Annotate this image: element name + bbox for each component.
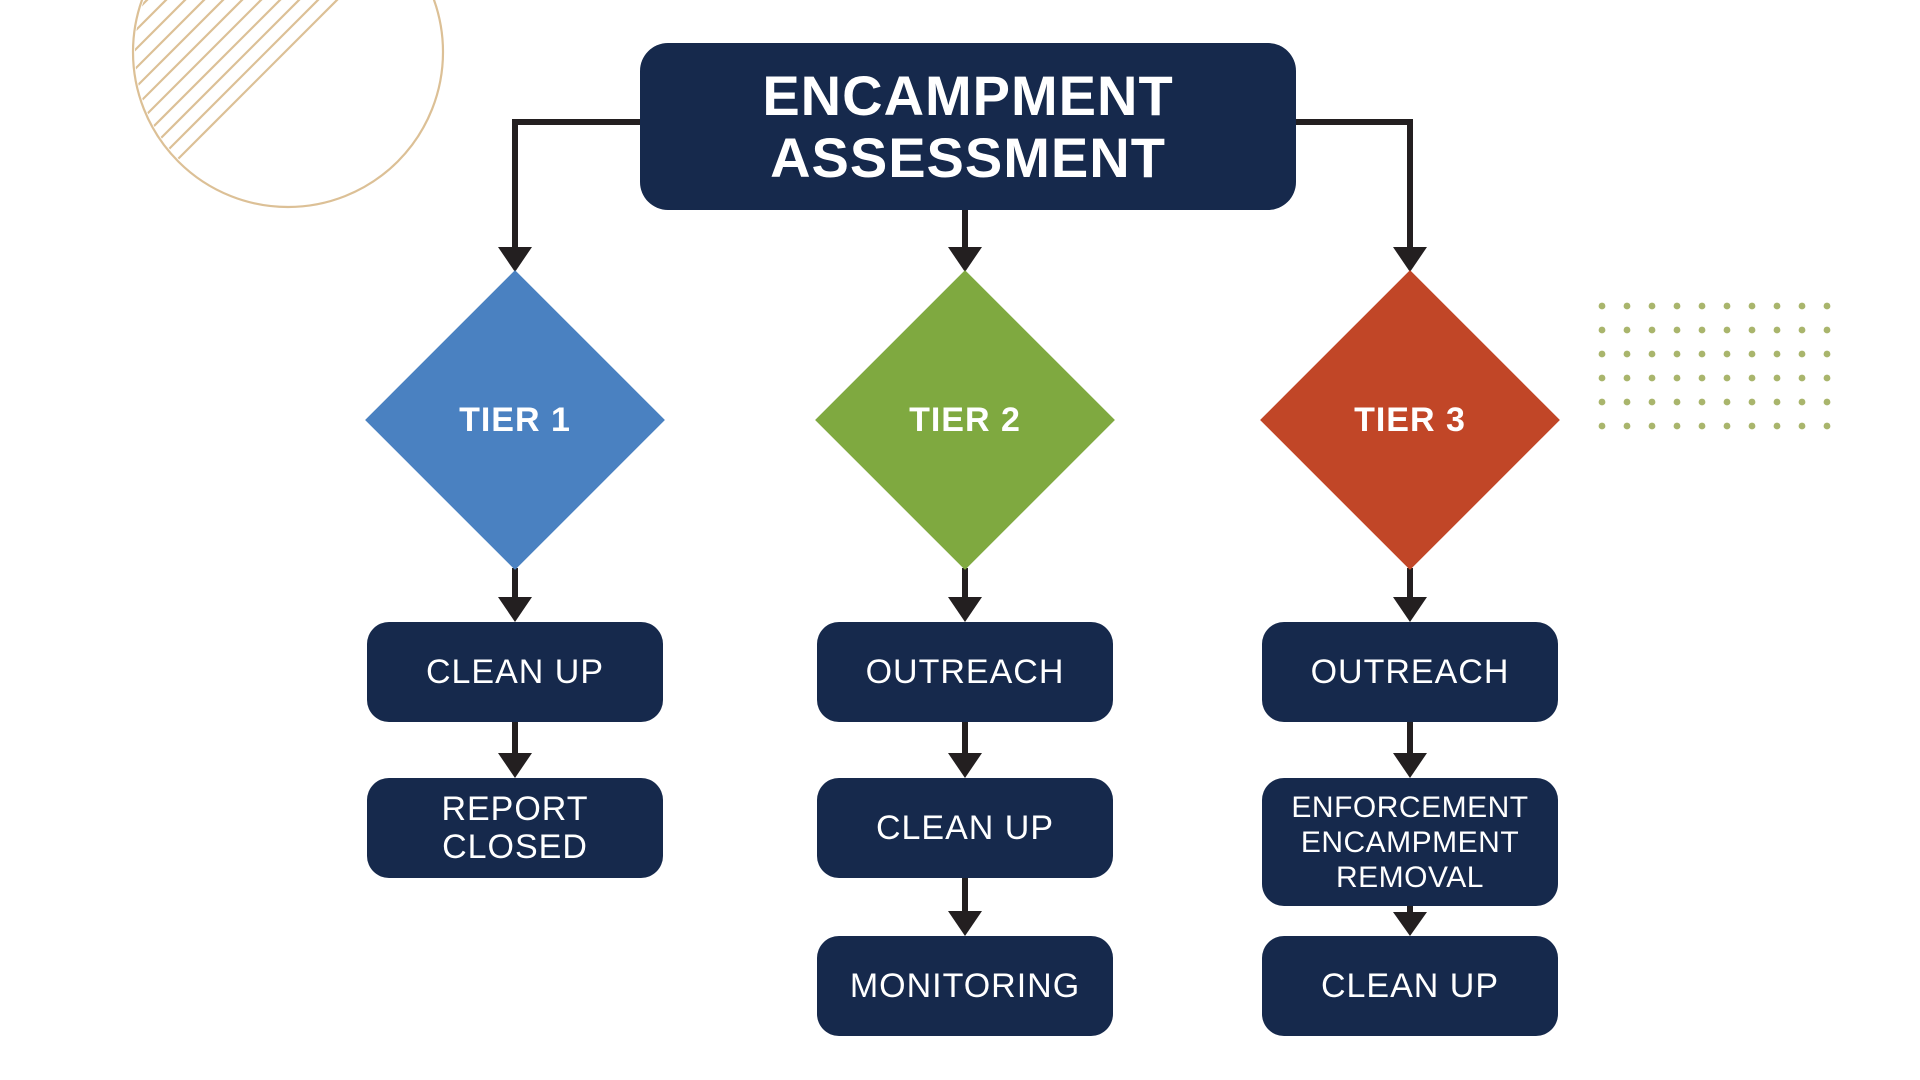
arrow-enforcement-to-cleanup [1393, 904, 1427, 936]
node-tier1-clean-up: CLEAN UP [367, 622, 663, 722]
node-tier1-report-closed: REPORT CLOSED [367, 778, 663, 878]
title-line-2: ASSESSMENT [770, 125, 1166, 189]
dot-grid-decoration [1596, 300, 1844, 442]
arrow-tier1-to-cleanup [498, 568, 532, 622]
tier3-label: TIER 3 [1354, 400, 1466, 439]
node-label: ENFORCEMENT [1291, 790, 1529, 824]
node-tier3-outreach: OUTREACH [1262, 622, 1558, 722]
tier1-diamond: TIER 1 [365, 270, 665, 570]
arrow-tier2-to-outreach [948, 568, 982, 622]
node-label: OUTREACH [1310, 653, 1510, 691]
node-tier2-monitoring: MONITORING [817, 936, 1113, 1036]
arrow-cleanup-to-monitoring [948, 878, 982, 936]
node-label: CLOSED [442, 828, 588, 866]
circle-stripes [135, 0, 441, 205]
tier2-label: TIER 2 [909, 400, 1021, 439]
node-label: CLEAN UP [875, 809, 1055, 847]
node-tier3-clean-up: CLEAN UP [1262, 936, 1558, 1036]
node-label: ENCAMPMENT [1300, 825, 1520, 859]
arrow-cleanup-to-reportclosed [498, 722, 532, 778]
arrow-title-to-tier3 [1294, 119, 1427, 272]
striped-circle-decoration [131, 0, 445, 209]
arrow-outreach-to-cleanup-t2 [948, 720, 982, 778]
node-tier2-clean-up: CLEAN UP [817, 778, 1113, 878]
arrow-title-to-tier2 [948, 208, 982, 272]
tier2-diamond: TIER 2 [815, 270, 1115, 570]
arrow-title-to-tier1 [498, 119, 642, 272]
title-line-1: ENCAMPMENT [762, 63, 1174, 127]
arrow-tier3-to-outreach [1393, 568, 1427, 622]
node-label: REMOVAL [1336, 860, 1484, 894]
title-box: ENCAMPMENT ASSESSMENT [640, 43, 1296, 210]
tier1-label: TIER 1 [459, 400, 571, 439]
node-tier2-outreach: OUTREACH [817, 622, 1113, 722]
arrow-outreach-to-enforcement [1393, 720, 1427, 778]
circle-outline [131, 0, 445, 209]
node-tier3-enforcement-encampment-removal: ENFORCEMENT ENCAMPMENT REMOVAL [1262, 778, 1558, 906]
node-label: CLEAN UP [425, 653, 605, 691]
node-label: OUTREACH [865, 653, 1065, 691]
node-label: CLEAN UP [1320, 967, 1500, 1005]
node-label: MONITORING [849, 967, 1081, 1005]
node-label: REPORT [441, 790, 589, 828]
tier3-diamond: TIER 3 [1260, 270, 1560, 570]
